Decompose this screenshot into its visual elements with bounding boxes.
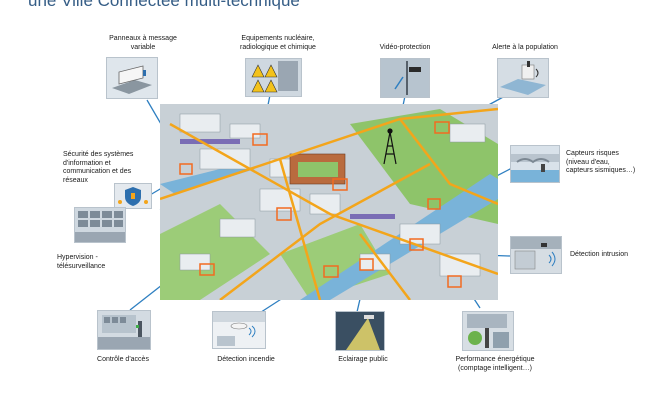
- label-performance: Performance énergétique(comptage intelli…: [455, 356, 535, 372]
- street-lamp-icon: [335, 311, 385, 351]
- label-alerte: Alerte à la population: [492, 44, 558, 51]
- page-title: une Ville Connectée multi-technique: [28, 0, 300, 10]
- label-intrusion: Détection intrusion: [570, 251, 628, 258]
- water-sensor-icon: [510, 145, 560, 183]
- label-eclairage: Eclairage public: [338, 356, 388, 363]
- label-capteurs: Capteurs risques(niveau d'eau,capteurs s…: [566, 150, 636, 174]
- vms-sign-icon: [106, 57, 158, 99]
- label-incendie: Détection incendie: [217, 356, 275, 363]
- label-hypervision: Hypervision -télésurveillance: [57, 254, 106, 270]
- label-equipements: Equipements nucléaire,radiologique et ch…: [240, 35, 316, 51]
- access-gate-icon: [97, 310, 151, 350]
- label-controle: Contrôle d'accès: [97, 356, 149, 363]
- shield-network-icon: [114, 183, 152, 209]
- antenna-icon: [383, 128, 397, 165]
- intrusion-sensor-icon: [510, 236, 562, 274]
- hazard-sign-icon: [245, 58, 302, 97]
- energy-meter-icon: [462, 311, 514, 351]
- siren-icon: [497, 58, 549, 98]
- monitor-wall-icon: [74, 207, 126, 243]
- city-map: [160, 104, 498, 300]
- label-video: Vidéo-protection: [379, 44, 431, 51]
- cctv-camera-icon: [380, 58, 430, 98]
- fire-detector-icon: [212, 311, 266, 349]
